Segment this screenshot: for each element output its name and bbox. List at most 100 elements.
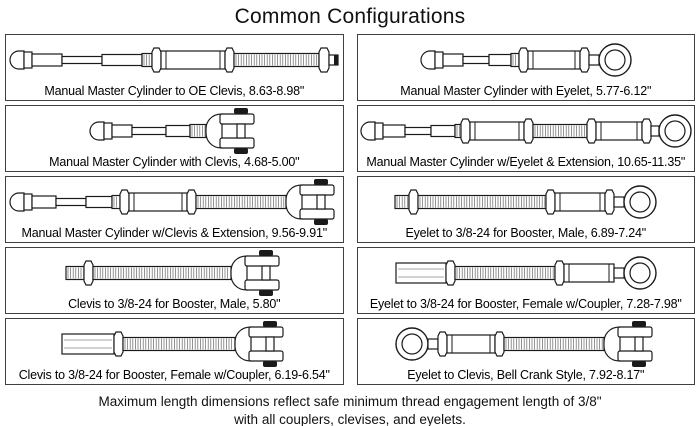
pushrod-drawing [358, 248, 695, 298]
hex-nut [523, 118, 534, 144]
master-cylinder-tip [89, 121, 105, 141]
footnote-line-2: with all couplers, clevises, and eyelets… [234, 412, 466, 426]
rod-end-stub [328, 54, 339, 66]
hex-nut [554, 260, 565, 286]
page-title: Common Configurations [234, 5, 466, 28]
extension-sleeve [554, 192, 606, 212]
rod-segment [85, 195, 113, 208]
config-caption: Clevis to 3/8-24 for Booster, Male, 5.80… [68, 297, 281, 311]
threaded-rod [122, 336, 236, 351]
master-cylinder-tip [420, 50, 436, 70]
master-cylinder-tip [9, 192, 25, 212]
config-box-left-4: Clevis to 3/8-24 for Booster, Male, 5.80… [5, 247, 344, 314]
rod-segment [430, 124, 456, 137]
rod-segment [61, 55, 103, 64]
config-caption: Manual Master Cylinder w/Clevis & Extens… [21, 226, 328, 240]
hex-nut [437, 331, 448, 357]
rod-segment [488, 53, 512, 66]
master-cylinder-tip [360, 121, 376, 141]
eyelet [395, 327, 439, 361]
configurations-grid: Manual Master Cylinder to OE Clevis, 8.6… [0, 34, 700, 385]
config-box-right-5: Eyelet to Clevis, Bell Crank Style, 7.92… [356, 318, 695, 385]
hex-nut [408, 189, 419, 215]
rod-segment [131, 126, 167, 135]
extension-sleeve [595, 121, 643, 141]
config-box-right-4: Eyelet to 3/8-24 for Booster, Female w/C… [356, 247, 695, 314]
rod-segment [165, 124, 191, 137]
clevis [205, 107, 255, 154]
pushrod-drawing [358, 106, 695, 156]
hex-nut [119, 189, 130, 215]
hex-nut [586, 118, 597, 144]
pushrod-drawing [6, 177, 343, 227]
extension-sleeve [563, 263, 615, 283]
rod-segment [404, 126, 432, 135]
rod-segment [374, 122, 384, 140]
config-box-right-2: Manual Master Cylinder w/Eyelet & Extens… [356, 105, 695, 172]
hex-nut [518, 47, 529, 73]
left-column: Manual Master Cylinder to OE Clevis, 8.6… [5, 34, 344, 385]
clevis [230, 249, 280, 296]
threaded-rod [233, 52, 320, 67]
pushrod-drawing [358, 319, 695, 369]
hex-nut [113, 331, 124, 357]
rod-segment [462, 55, 490, 64]
threaded-rod [92, 265, 232, 280]
extension-sleeve [469, 121, 525, 141]
pushrod-drawing [358, 35, 695, 85]
threaded-rod [111, 194, 121, 209]
hex-coupler [61, 333, 115, 355]
clevis [603, 320, 653, 367]
threaded-rod [510, 52, 520, 67]
rod-segment [442, 53, 464, 67]
right-column: Manual Master Cylinder with Eyelet, 5.77… [356, 34, 695, 385]
hex-coupler [395, 262, 447, 284]
rod-segment [103, 122, 113, 140]
eyelet [613, 185, 657, 219]
eyelet [588, 43, 632, 77]
rod-segment [55, 197, 87, 206]
threaded-rod [503, 336, 605, 351]
eyelet [613, 256, 657, 290]
rod-segment [31, 195, 57, 209]
rod-segment [111, 124, 133, 138]
hex-nut [604, 189, 615, 215]
extension-sleeve [446, 334, 496, 354]
hex-nut [445, 260, 456, 286]
threaded-rod [65, 265, 85, 280]
config-caption: Clevis to 3/8-24 for Booster, Female w/C… [18, 368, 330, 382]
config-box-left-5: Clevis to 3/8-24 for Booster, Female w/C… [5, 318, 344, 385]
eyelet [650, 114, 692, 148]
config-caption: Manual Master Cylinder with Eyelet, 5.77… [400, 84, 652, 98]
hex-nut [545, 189, 556, 215]
hex-nut [318, 47, 330, 73]
pushrod-drawing [6, 248, 343, 298]
threaded-rod [454, 265, 556, 280]
hex-nut [641, 118, 652, 144]
hex-nut [579, 47, 590, 73]
config-caption: Manual Master Cylinder with Clevis, 4.68… [49, 155, 300, 169]
hex-nut [83, 260, 94, 286]
config-box-right-3: Eyelet to 3/8-24 for Booster, Male, 6.89… [356, 176, 695, 243]
config-caption: Eyelet to 3/8-24 for Booster, Female w/C… [369, 297, 682, 311]
clevis [285, 178, 335, 225]
rod-segment [31, 53, 63, 67]
extension-sleeve [160, 50, 226, 70]
pushrod-drawing [6, 106, 343, 156]
hex-nut [494, 331, 505, 357]
config-caption: Manual Master Cylinder w/Eyelet & Extens… [366, 155, 686, 169]
rod-segment [382, 124, 406, 138]
hex-nut [151, 47, 162, 73]
master-cylinder-tip [9, 50, 25, 70]
pushrod-drawing [6, 319, 343, 369]
threaded-rod [454, 123, 462, 138]
threaded-rod [195, 194, 287, 209]
threaded-rod [189, 123, 207, 138]
hex-nut [224, 47, 235, 73]
footnote: Maximum length dimensions reflect safe m… [0, 393, 700, 426]
config-box-left-3: Manual Master Cylinder w/Clevis & Extens… [5, 176, 344, 243]
extension-sleeve [527, 50, 581, 70]
hex-nut [186, 189, 197, 215]
threaded-rod [141, 52, 153, 67]
clevis [234, 320, 284, 367]
